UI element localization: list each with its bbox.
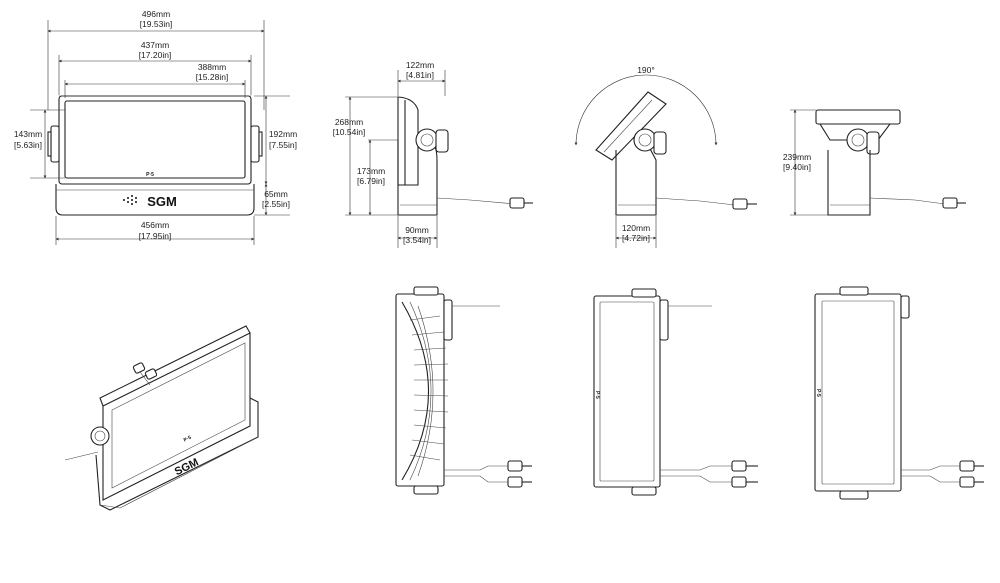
dim-lens-height-mm: 143mm xyxy=(14,129,42,139)
dim-tilt-base-depth-in: [4.72in] xyxy=(622,233,650,243)
front-a-badge: P·5 xyxy=(594,391,600,399)
dim-lens-width-mm: 388mm xyxy=(198,62,226,72)
connector-icon xyxy=(132,362,158,386)
dim-side-base-depth-in: [3.54in] xyxy=(403,235,431,245)
tilt-view: 190° 120mm [4.72in] xyxy=(574,65,757,248)
dim-base-width-in: [17.95in] xyxy=(139,231,172,241)
front-b-badge: P·5 xyxy=(815,389,821,397)
fixture-housing xyxy=(58,95,252,185)
iso-badge: P·5 xyxy=(183,435,193,444)
top-view: 239mm [9.40in] xyxy=(783,109,966,216)
dim-tilt-angle: 190° xyxy=(637,65,655,75)
dim-housing-width-mm: 437mm xyxy=(141,40,169,50)
dim-overall-width-mm: 496mm xyxy=(142,9,170,19)
fan-grille-icon xyxy=(409,315,449,461)
dim-side-height-mm: 268mm xyxy=(335,117,363,127)
side-view: 122mm [4.81in] 268mm [10.54in] 173mm [6.… xyxy=(333,60,533,248)
dim-top-depth-in: [4.81in] xyxy=(406,70,434,80)
front-view: 496mm [19.53in] 437mm [17.20in] 388mm [1… xyxy=(14,9,297,245)
tilt-arc xyxy=(574,74,718,146)
dim-overall-height-mm: 192mm xyxy=(269,129,297,139)
dim-lens-height-in: [5.63in] xyxy=(14,140,42,150)
dim-lens-width-in: [15.28in] xyxy=(196,72,229,82)
dim-bracket-height-in: [6.79in] xyxy=(357,176,385,186)
dim-base-width-mm: 456mm xyxy=(141,220,169,230)
dim-top-height-mm: 239mm xyxy=(783,152,811,162)
vertical-view-front-a: P·5 xyxy=(593,288,758,496)
dim-base-height-in: [2.55in] xyxy=(262,199,290,209)
logo-mark-icon xyxy=(123,195,137,205)
dim-overall-width-in: [19.53in] xyxy=(140,19,173,29)
iso-logo: SGM xyxy=(173,456,201,478)
dim-base-height-mm: 65mm xyxy=(264,189,288,199)
fixture-lens xyxy=(64,100,246,179)
dim-bracket-height-mm: 173mm xyxy=(357,166,385,176)
dim-top-depth-mm: 122mm xyxy=(406,60,434,70)
base-logo: SGM xyxy=(147,194,177,209)
dim-side-base-depth-mm: 90mm xyxy=(405,225,429,235)
fixture-base xyxy=(55,184,255,216)
dim-overall-height-in: [7.55in] xyxy=(269,140,297,150)
vertical-view-front-b: P·5 xyxy=(814,286,984,500)
front-badge: P·5 xyxy=(146,172,154,178)
dim-side-height-in: [10.54in] xyxy=(333,127,366,137)
dim-tilt-base-depth-mm: 120mm xyxy=(622,223,650,233)
dim-top-height-in: [9.40in] xyxy=(783,162,811,172)
dim-housing-width-in: [17.20in] xyxy=(139,50,172,60)
vertical-view-back xyxy=(395,286,532,495)
isometric-view: SGM P·5 xyxy=(64,325,259,511)
